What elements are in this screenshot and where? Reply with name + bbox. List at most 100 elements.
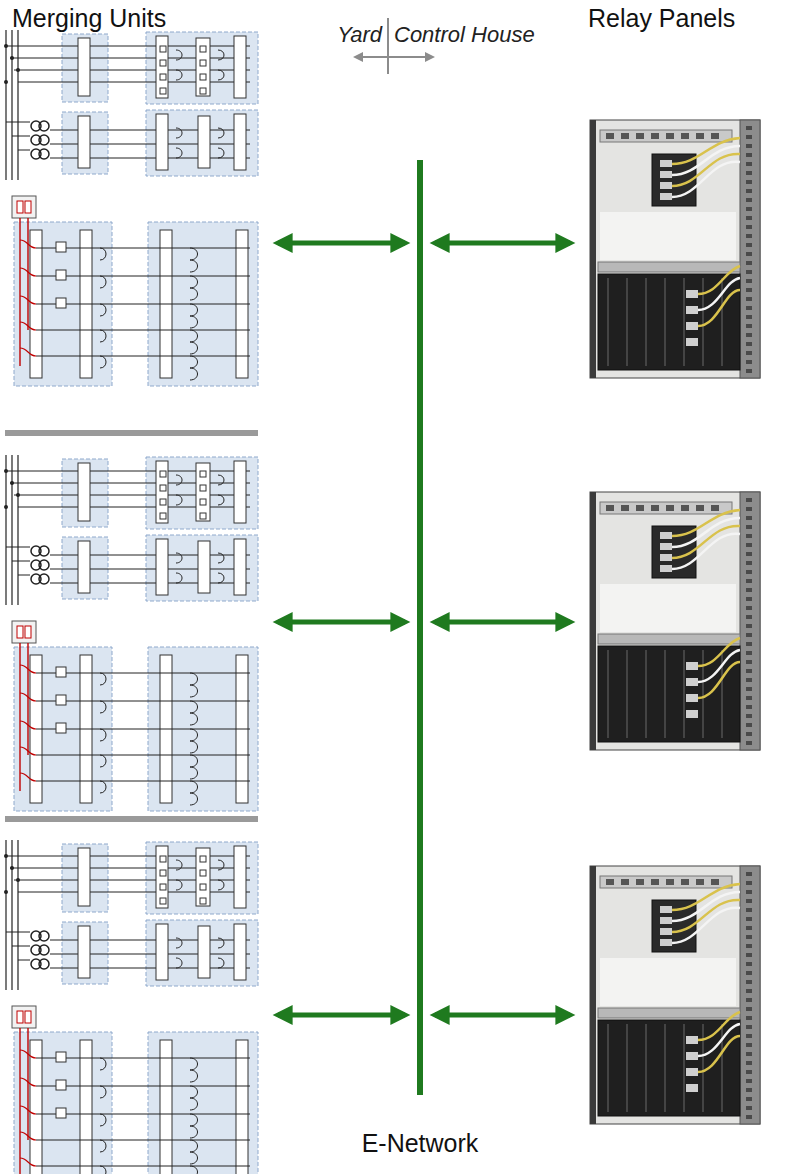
primary-conductor [5,455,6,605]
rack-hole [746,597,752,601]
wire-loop [218,958,224,968]
secondary-wire [36,1114,250,1115]
terminal-strip [234,114,246,170]
patch-strip [600,876,732,888]
rack-hole [746,1079,752,1083]
wire-loop [176,860,182,870]
terminal-strip [156,539,168,595]
relay-contact [56,242,66,252]
red-jumper [20,348,36,356]
secondary-wire [36,1058,250,1059]
wire-loop [100,1166,106,1174]
device-enclosure [62,34,108,102]
vt-wire [6,547,30,548]
fiber-cable [672,518,740,547]
fuse-symbol [25,626,31,638]
secondary-wire [36,304,250,305]
wire-loop [176,573,182,583]
primary-conductor [17,455,18,605]
fiber-cable [698,278,740,310]
device-ridge [702,278,704,366]
ct-dot [4,80,8,84]
wire-loop [190,1114,198,1138]
wire-loop [100,1058,106,1070]
port [686,710,698,718]
patch-strip [598,1008,740,1018]
rack-hole [746,872,752,876]
rack-hole [746,306,752,310]
rack-hole [746,525,752,529]
port [606,879,614,885]
terminal-strip [198,116,210,168]
wire-loop [176,553,182,563]
rack-hole [746,1043,752,1047]
wire-loop [190,701,198,725]
panel-frame [590,120,596,378]
ct-dot [10,866,14,870]
vt-wire [12,946,30,947]
rack-hole [746,678,752,682]
device-enclosure [148,1032,258,1174]
rack-hole [746,687,752,691]
port [660,917,672,924]
ct-dot [16,493,20,497]
device-ridge [626,278,628,366]
fuse-symbol [25,201,31,213]
device-ridge [664,278,666,366]
rack-hole [746,270,752,274]
bus-label: E-Network [362,1129,479,1158]
red-supply-wire [27,643,28,755]
relay-contact [56,667,66,677]
rack-hole [746,732,752,736]
rack-hole [746,917,752,921]
rack-hole [746,171,752,175]
test-switch [200,499,206,505]
wire-loop [218,70,224,80]
wire-loop [218,475,224,485]
direction-arrow [356,56,432,58]
rack-hole [746,606,752,610]
wire-loop [176,495,182,505]
terminal-strip [196,463,210,521]
vt-coil [39,574,49,584]
terminal [160,513,166,519]
terminal [160,898,166,904]
terminal-strip [156,846,168,908]
terminal-strip [234,36,246,98]
terminal [160,485,166,491]
port [711,505,719,511]
ct-dot [16,68,20,72]
test-switch [200,884,206,890]
device-enclosure [62,459,108,527]
terminal-strip [196,848,210,906]
fiber-cable [698,650,740,682]
rack-hole [746,588,752,592]
test-switch [200,88,206,94]
wire-loop [190,304,198,328]
port [606,505,614,511]
terminal-strip [78,541,90,593]
primary-conductor [5,840,6,990]
test-switch [200,898,206,904]
wire-loop [100,1140,106,1152]
wire-loop [100,304,106,316]
relay-contact [56,298,66,308]
area-label: Yard [337,22,382,48]
secondary-wire [36,330,250,331]
rack-hole [746,714,752,718]
fiber-cable [672,900,740,932]
terminal-strip [160,1040,172,1174]
vt-coil [39,945,49,955]
wire-loop [100,781,106,793]
terminal [160,471,166,477]
port [696,879,704,885]
terminal-strip [234,924,246,980]
rack-hole [746,1061,752,1065]
red-supply-wire [19,218,20,366]
terminal-strip [78,848,90,906]
wire-loop [100,276,106,288]
vt-wire [18,575,30,576]
relay-contact [56,695,66,705]
